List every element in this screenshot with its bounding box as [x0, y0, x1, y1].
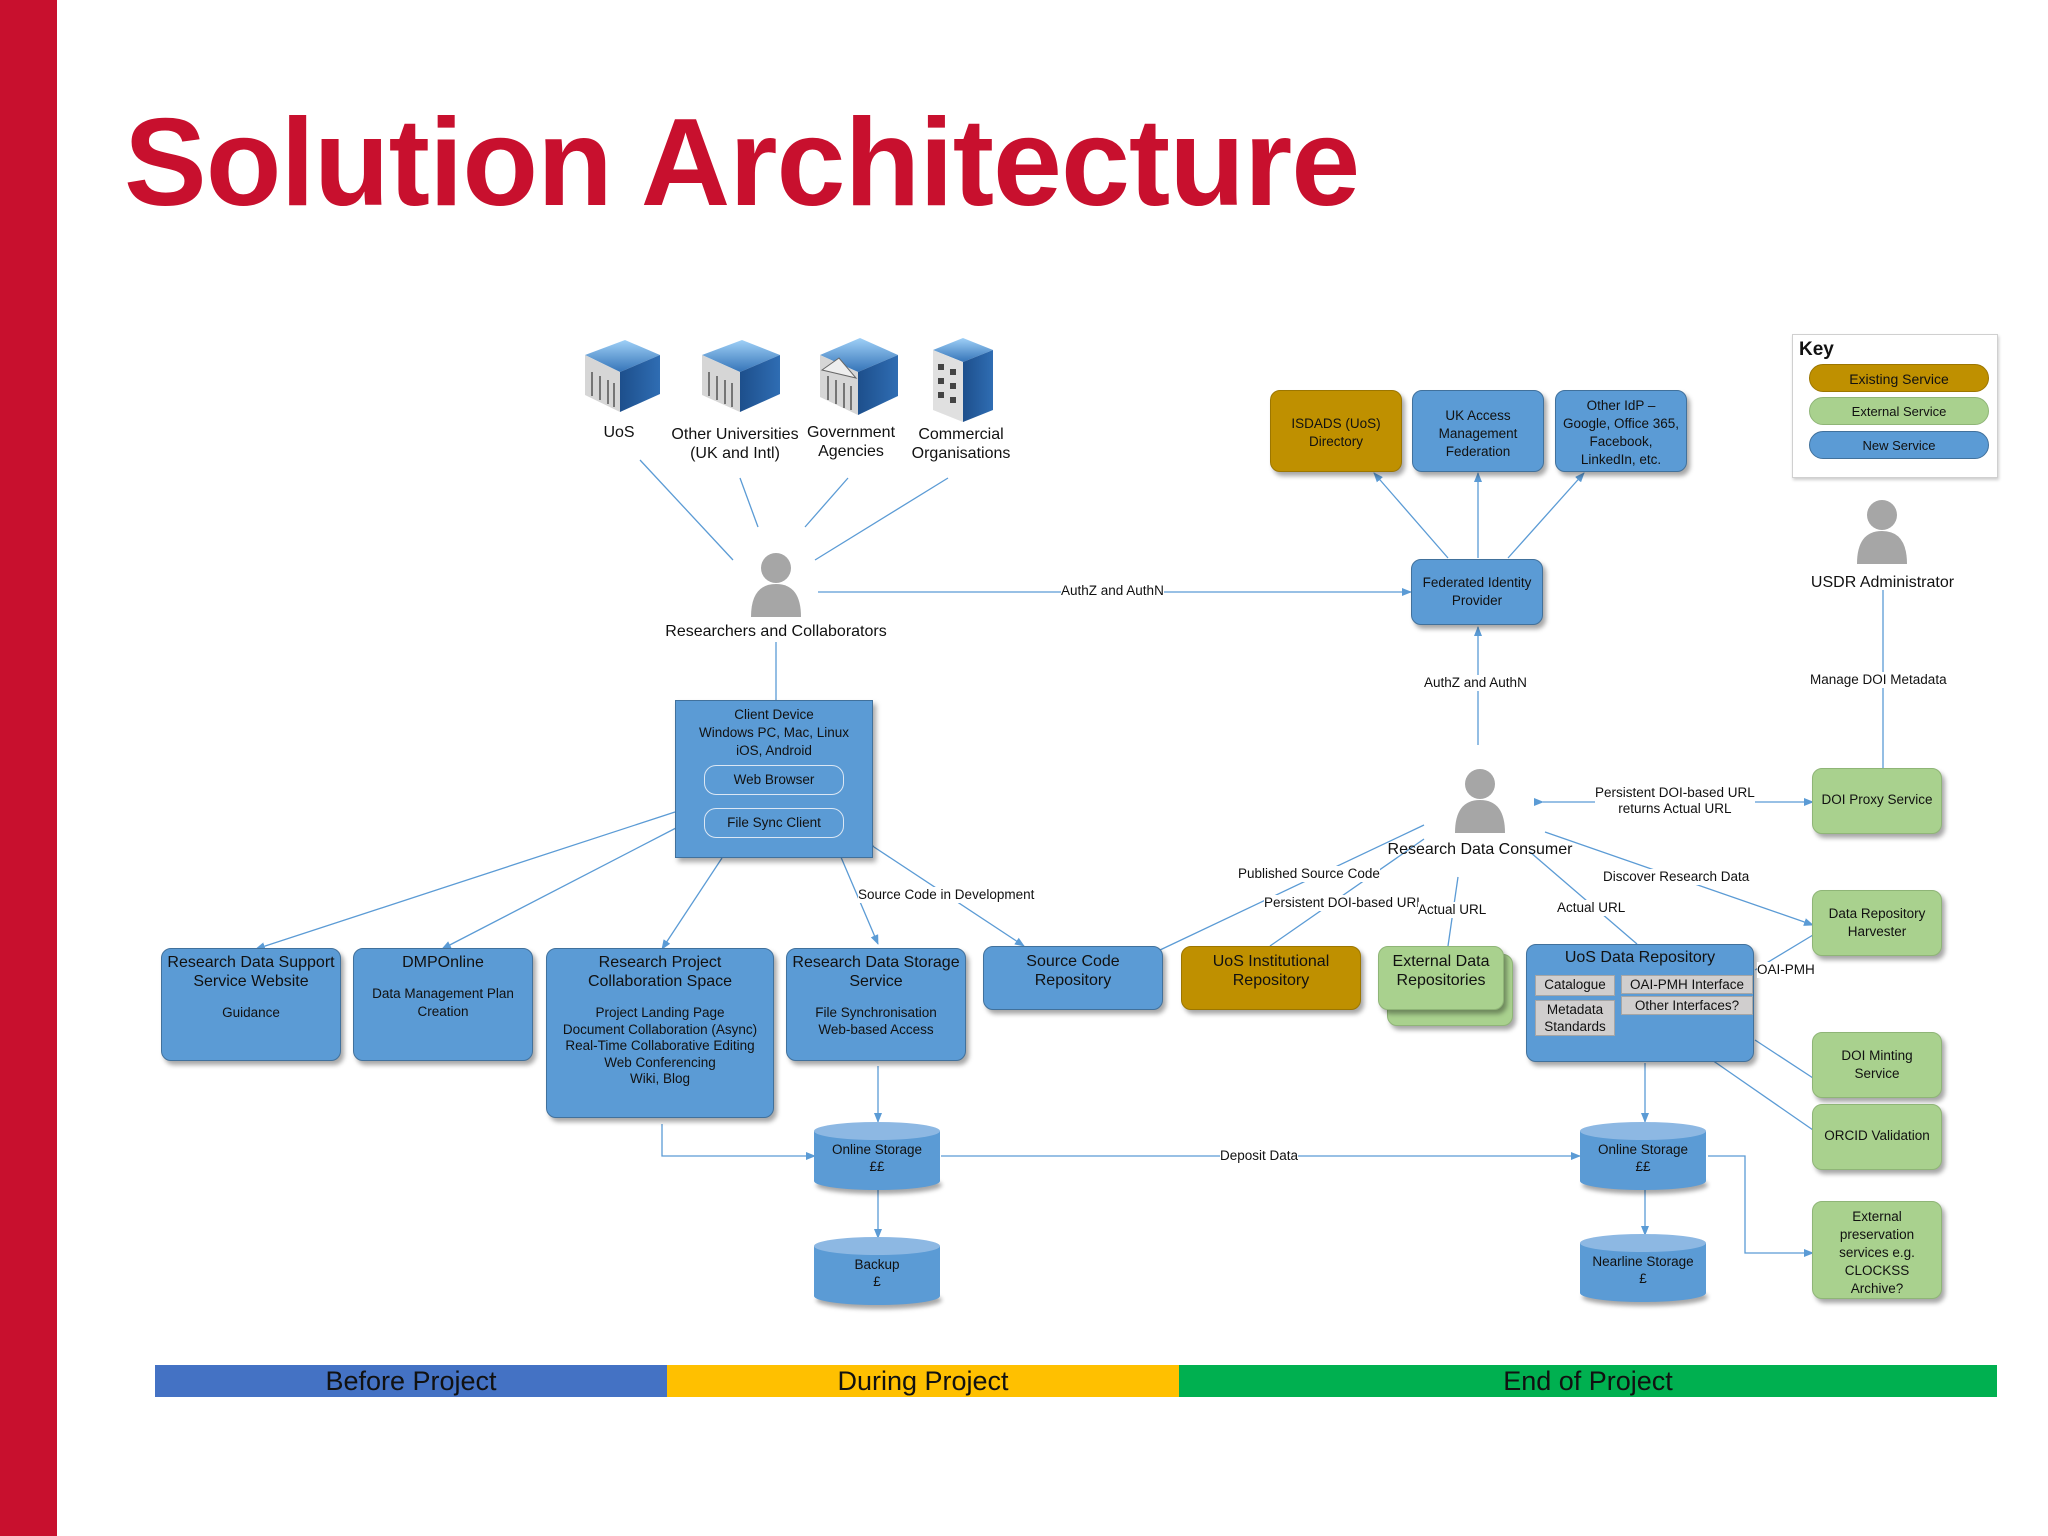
- edge-label-deposit: Deposit Data: [1220, 1148, 1299, 1164]
- edge-label-persistent-doi: Persistent DOI-based URL: [1264, 895, 1424, 911]
- edge-online-preservation: [1708, 1155, 1814, 1257]
- backup-storage[interactable]: Backup£: [814, 1237, 940, 1305]
- edge-collab-online: [661, 1124, 816, 1160]
- edge-consumer-repo: [1529, 851, 1638, 945]
- isdads-directory[interactable]: ISDADS (UoS)Directory: [1270, 390, 1402, 472]
- doi-proxy-service[interactable]: DOI Proxy Service: [1812, 768, 1942, 834]
- legend-title: Key: [1799, 339, 1834, 360]
- left-accent-bar: [0, 0, 57, 1536]
- edge-label-manage-doi: Manage DOI Metadata: [1810, 672, 1947, 688]
- edge-repo-doimint: [1754, 1039, 1814, 1079]
- edge-fed-isdads: [1373, 472, 1449, 559]
- uos-label: UoS: [603, 424, 635, 441]
- edge-commercial-researchers: [814, 477, 949, 561]
- edge-client-rdss: [255, 811, 676, 951]
- other-interfaces[interactable]: Other Interfaces?: [1621, 996, 1753, 1015]
- page-title: Solution Architecture: [124, 94, 1360, 232]
- researchers-label: Researchers and Collaborators: [665, 623, 887, 640]
- legend-new: New Service: [1809, 431, 1989, 459]
- edge-consumer-inst: [1269, 838, 1425, 947]
- admin-label: USDR Administrator: [1810, 574, 1955, 591]
- legend: Key Existing Service External Service Ne…: [1792, 334, 1998, 478]
- uos-building-icon: [585, 340, 660, 412]
- edge-label-oai-pmh: OAI-PMH: [1757, 962, 1815, 978]
- nearline-storage[interactable]: Nearline Storage£: [1580, 1234, 1706, 1302]
- online-storage-left[interactable]: Online Storage££: [814, 1122, 940, 1190]
- edge-client-collab: [661, 857, 723, 950]
- legend-external: External Service: [1809, 397, 1989, 425]
- phase-end: End of Project: [1179, 1365, 1997, 1397]
- catalogue-component[interactable]: Catalogue: [1535, 975, 1615, 996]
- online-storage-right[interactable]: Online Storage££: [1580, 1122, 1706, 1190]
- edge-consumer-source: [1159, 824, 1425, 951]
- phase-before: Before Project: [155, 1365, 667, 1397]
- universities-building-icon: [702, 340, 780, 412]
- edge-label-actual-url-1: Actual URL: [1418, 902, 1487, 918]
- edge-label-source-dev: Source Code in Development: [858, 887, 1035, 903]
- oai-pmh-interface[interactable]: OAI-PMH Interface: [1621, 975, 1753, 994]
- edge-label-actual-url-2: Actual URL: [1557, 900, 1626, 916]
- edge-uos-researchers: [639, 459, 734, 561]
- edge-fed-otheridp: [1507, 472, 1585, 559]
- edge-label-published-source: Published Source Code: [1238, 866, 1380, 882]
- file-sync-client[interactable]: File Sync Client: [704, 808, 844, 838]
- edge-repo-orcid: [1711, 1059, 1814, 1131]
- other-idp[interactable]: Other IdP –Google, Office 365,Facebook,L…: [1555, 390, 1687, 472]
- phase-during: During Project: [667, 1365, 1179, 1397]
- edge-client-dmp: [441, 827, 677, 950]
- commercial-building-icon: [933, 338, 993, 422]
- orcid-validation[interactable]: ORCID Validation: [1812, 1104, 1942, 1170]
- other-universities-label: Other Universities(UK and Intl): [671, 426, 799, 462]
- edge-gov-researchers: [804, 477, 849, 528]
- edge-label-authz-2: AuthZ and AuthN: [1424, 675, 1527, 691]
- edge-label-authz-1: AuthZ and AuthN: [1061, 583, 1164, 599]
- consumer-person-icon: [1455, 769, 1505, 833]
- admin-person-icon: [1857, 500, 1907, 564]
- researchers-person-icon: [751, 553, 801, 617]
- legend-existing: Existing Service: [1809, 364, 1989, 392]
- government-building-icon: [820, 338, 898, 415]
- consumer-label: Research Data Consumer: [1387, 841, 1573, 858]
- web-browser[interactable]: Web Browser: [704, 765, 844, 795]
- edge-unis-researchers: [739, 477, 759, 528]
- edge-label-discover: Discover Research Data: [1603, 869, 1750, 885]
